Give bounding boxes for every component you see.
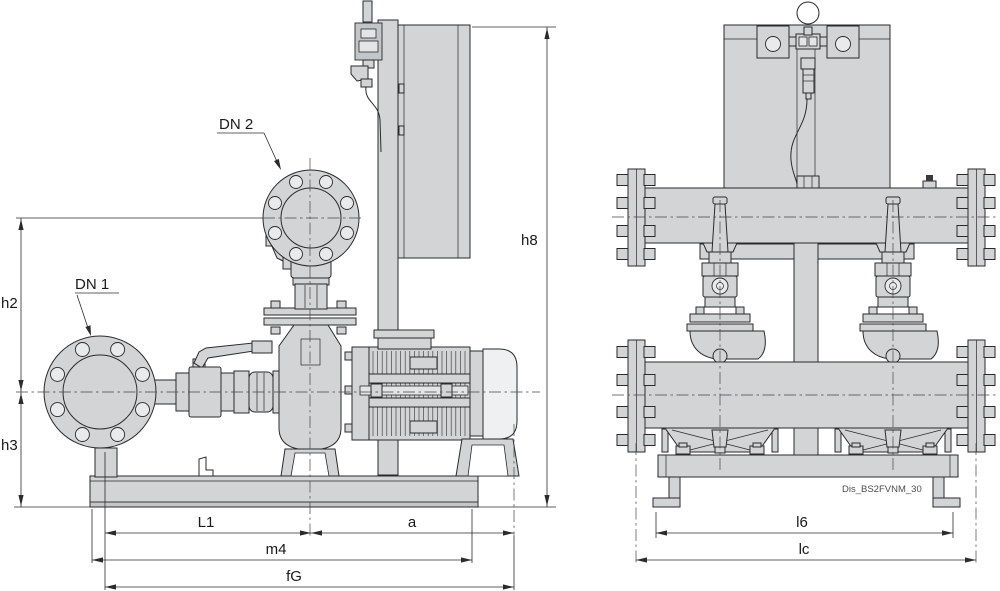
cabinet-hinge — [398, 125, 405, 136]
terminal-box-lid — [373, 329, 435, 339]
vent-plug — [922, 180, 937, 189]
dim-label-a: a — [408, 514, 417, 531]
vent-plug-cap — [926, 175, 933, 181]
side-dimensions — [14, 26, 556, 590]
base-frame-side — [89, 456, 479, 508]
cabinet-hinge — [398, 83, 405, 94]
port-label-dn1: DN 1 — [75, 276, 109, 293]
leader-lines — [75, 132, 281, 336]
suction-valve-grip — [251, 340, 273, 354]
sensor-antenna — [362, 0, 373, 23]
drawing-id: Dis_BS2FVNM_30 — [842, 484, 922, 495]
dn1-flange — [43, 335, 157, 449]
control-cabinet-front — [723, 1, 891, 189]
dim-label-h2: h2 — [1, 295, 18, 312]
dim-label-l1: L1 — [198, 514, 215, 531]
dim-label-l6: l6 — [796, 514, 808, 531]
front-dimensions — [636, 512, 976, 563]
fan-cover — [482, 348, 518, 440]
front-view: l6 lc Dis_BS2FVNM_30 — [612, 1, 998, 565]
pressure-sensor-side — [350, 0, 383, 153]
suction-support-stub — [94, 447, 118, 478]
lifting-ring — [796, 1, 820, 25]
dim-label-lc: lc — [799, 541, 810, 558]
suction-valve-lever — [193, 342, 255, 369]
motor-tie-rod — [359, 385, 469, 396]
discharge-manifold — [616, 168, 996, 267]
sensor-connector — [800, 57, 816, 70]
foot-left — [668, 476, 681, 499]
side-view: DN 2 DN 1 h2 h3 h8 L1 a m4 fG — [1, 0, 556, 590]
sensor-cable — [365, 86, 382, 153]
dim-label-h3: h3 — [1, 437, 18, 454]
dim-label-h8: h8 — [521, 232, 538, 249]
terminal-box — [377, 337, 432, 350]
motor-side — [344, 329, 520, 477]
sensor-cable-front — [790, 98, 808, 185]
control-cabinet-side — [397, 24, 471, 259]
port-label-dn2: DN 2 — [219, 116, 253, 133]
dim-label-m4: m4 — [266, 541, 287, 558]
post-plug — [796, 175, 820, 189]
dim-label-fg: fG — [286, 568, 302, 585]
foot-right — [932, 476, 945, 499]
base-frame-front — [652, 454, 961, 508]
